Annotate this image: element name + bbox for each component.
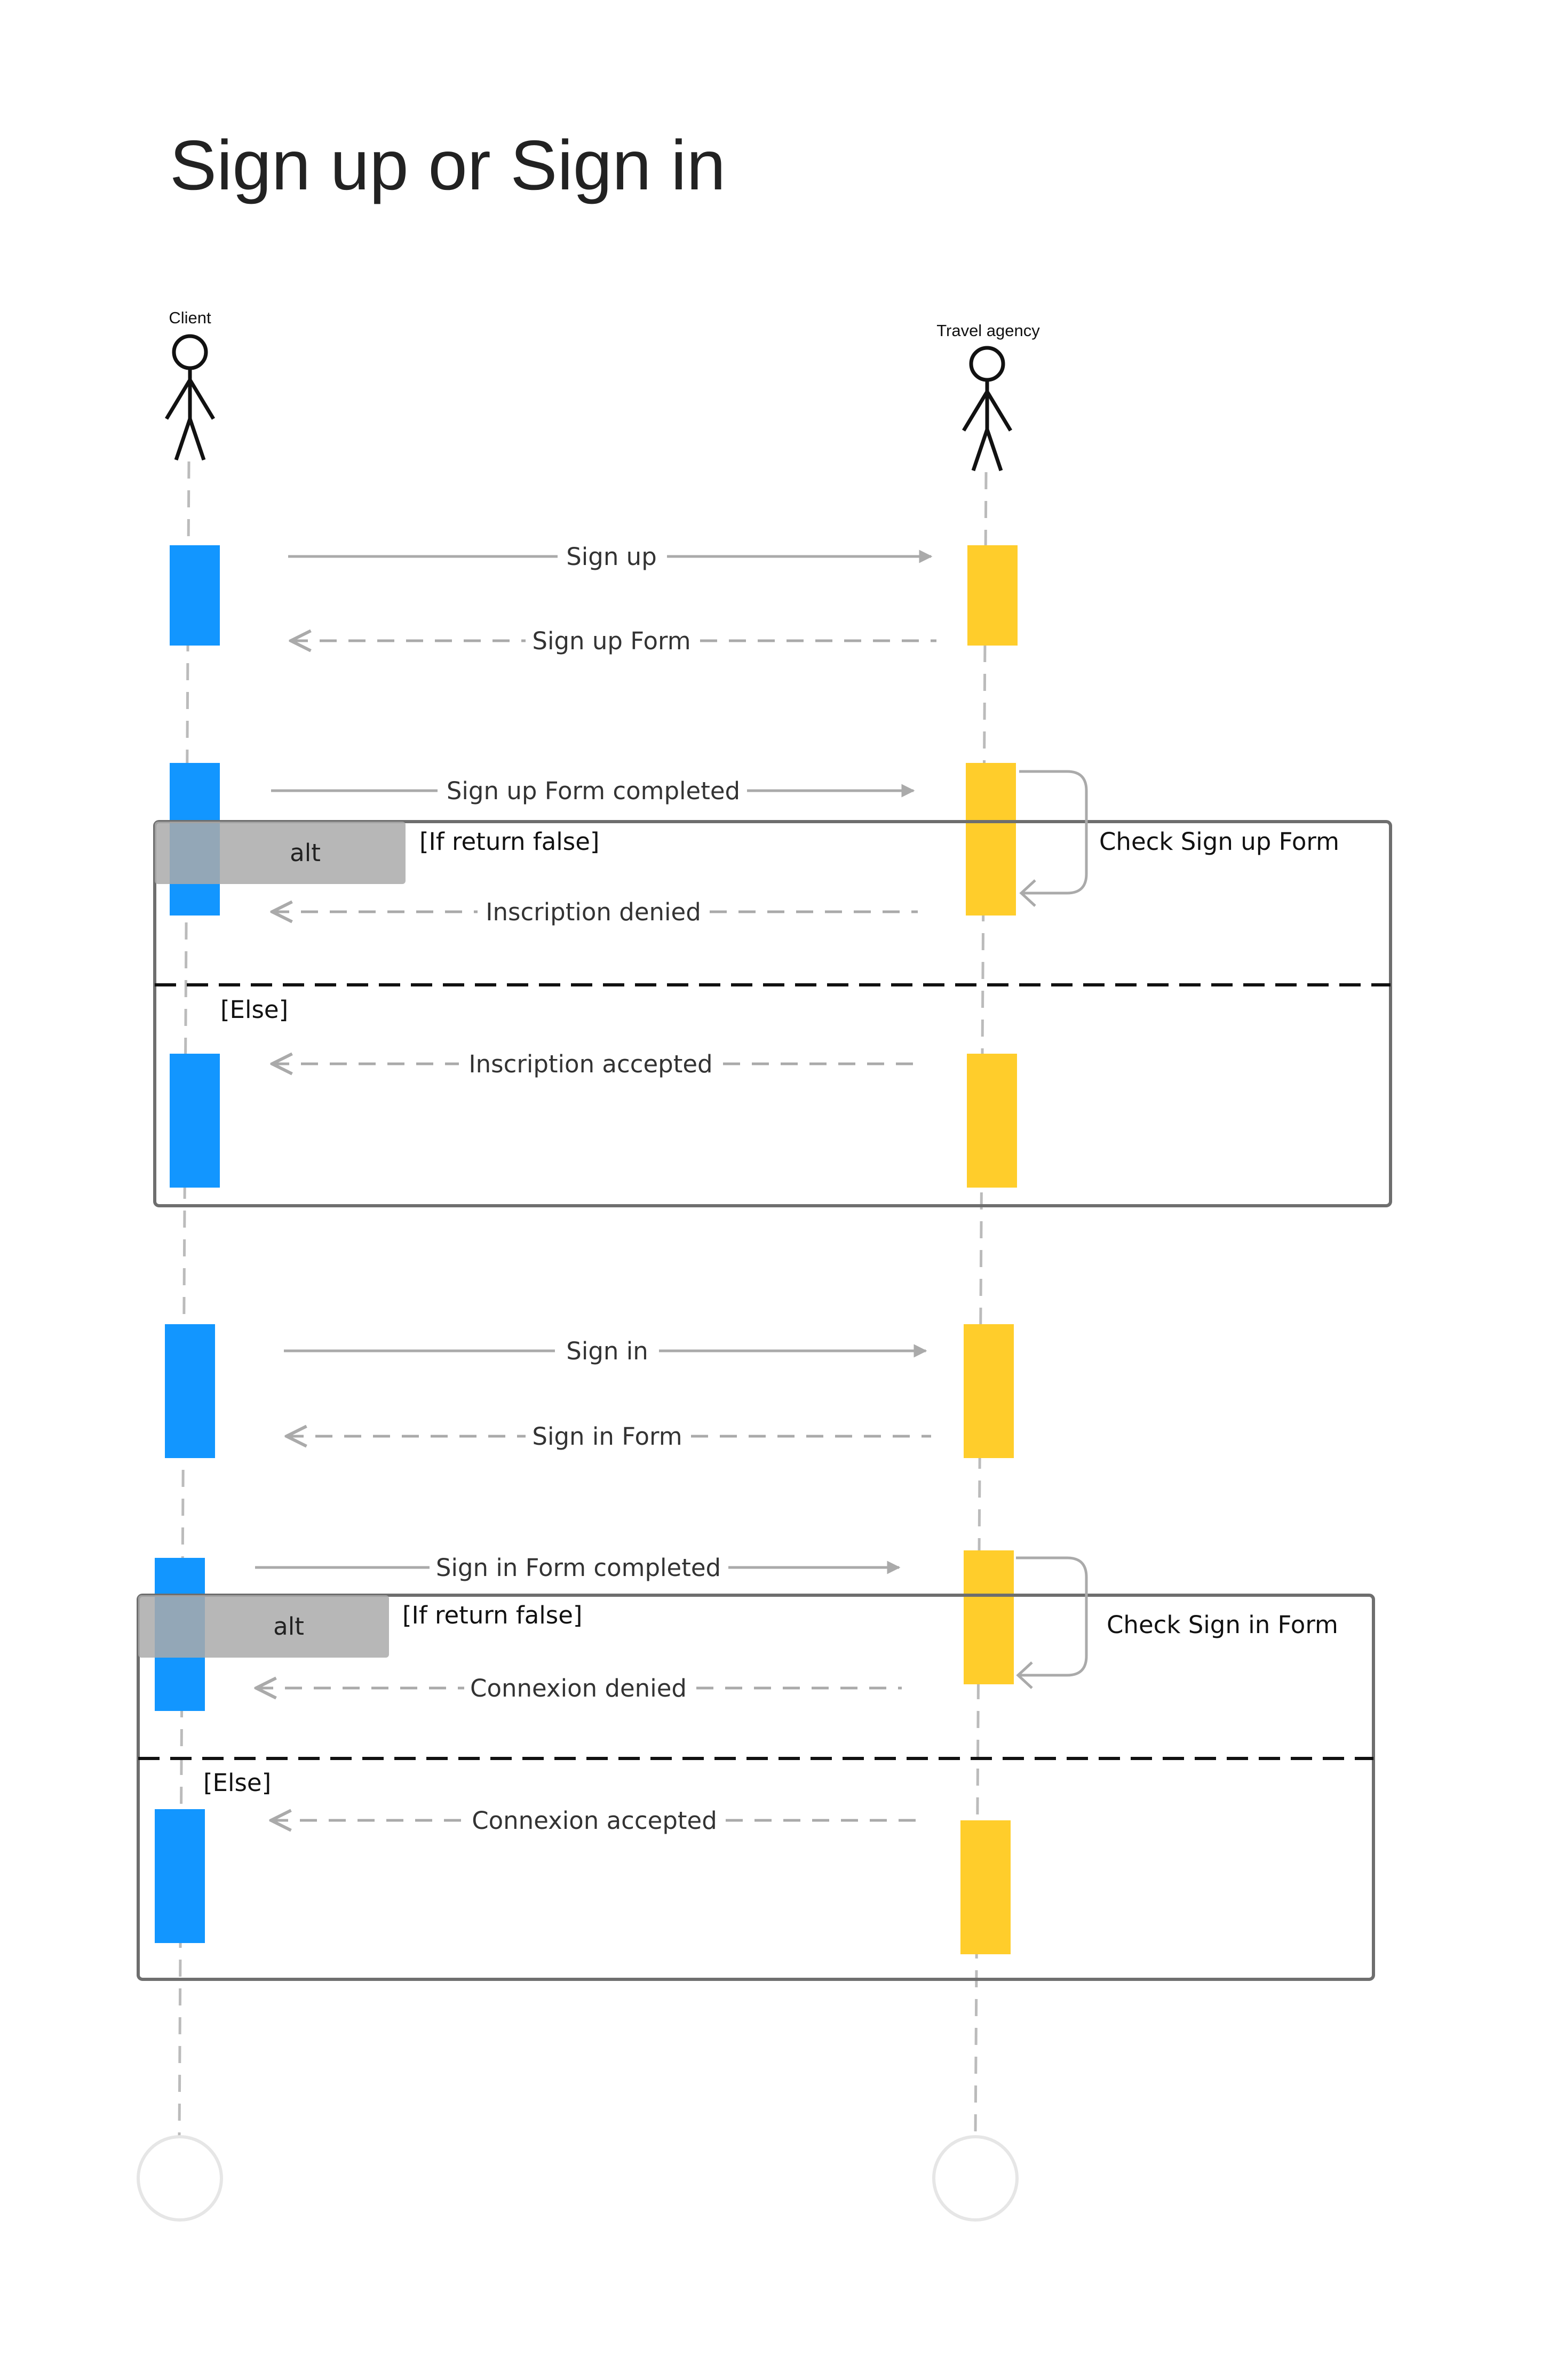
message-label: Sign in Form xyxy=(532,1422,682,1451)
alt-if-condition: [If return false] xyxy=(402,1601,582,1629)
message-inscription-accepted: Inscription accepted xyxy=(272,1050,918,1078)
alt-tag-label: alt xyxy=(273,1612,304,1641)
alt-tag xyxy=(138,1595,389,1658)
message-sign-in-form-completed: Sign in Form completed xyxy=(255,1554,901,1582)
self-message-check-signin: Check Sign in Form xyxy=(1016,1556,1338,1689)
message-sign-in: Sign in xyxy=(284,1337,927,1365)
message-label: Connexion accepted xyxy=(472,1806,717,1835)
agency-activation-bar xyxy=(966,763,1016,916)
message-inscription-denied: Inscription denied xyxy=(272,898,918,926)
alt-fragment-signin: alt [If return false] [Else] xyxy=(137,1594,1375,1981)
agency-activation-bar xyxy=(960,1820,1011,1954)
alt-fragment-signup: alt [If return false] [Else] xyxy=(153,820,1392,1207)
message-label: Sign in xyxy=(566,1337,648,1365)
message-label: Sign in Form completed xyxy=(436,1554,721,1582)
self-message-label: Check Sign up Form xyxy=(1099,827,1339,856)
agency-actor-label: Travel agency xyxy=(936,321,1040,340)
client-lifeline-end xyxy=(137,2135,223,2222)
message-sign-up: Sign up xyxy=(288,543,933,571)
agency-activation-bar xyxy=(964,1550,1014,1684)
alt-tag xyxy=(155,822,406,884)
self-message-check-signup: Check Sign up Form xyxy=(1019,770,1339,907)
message-label: Sign up Form completed xyxy=(447,777,740,805)
message-connexion-accepted: Connexion accepted xyxy=(271,1806,918,1835)
client-activation-bar xyxy=(170,545,220,646)
agency-activation-bar xyxy=(967,1054,1017,1188)
message-sign-in-form: Sign in Form xyxy=(287,1422,931,1451)
message-label: Sign up Form xyxy=(532,627,690,655)
alt-if-condition: [If return false] xyxy=(419,827,599,856)
client-actor-icon xyxy=(165,334,215,461)
agency-activation-bar xyxy=(964,1324,1014,1458)
alt-tag-label: alt xyxy=(290,839,321,867)
client-actor-label: Client xyxy=(169,308,211,327)
self-message-label: Check Sign in Form xyxy=(1107,1611,1338,1639)
alt-else-condition: [Else] xyxy=(220,996,288,1024)
message-sign-up-form-completed: Sign up Form completed xyxy=(271,777,915,805)
agency-actor-icon xyxy=(962,346,1012,472)
message-label: Inscription denied xyxy=(486,898,701,926)
agency-lifeline-end xyxy=(932,2135,1019,2222)
agency-activation-bar xyxy=(967,545,1018,646)
message-label: Connexion denied xyxy=(470,1674,687,1702)
client-activation-bar xyxy=(155,1809,205,1943)
client-activation-bar xyxy=(165,1324,215,1458)
alt-else-condition: [Else] xyxy=(203,1769,271,1797)
message-connexion-denied: Connexion denied xyxy=(256,1674,902,1702)
page-title: Sign up or Sign in xyxy=(170,126,726,204)
client-activation-bar xyxy=(170,1054,220,1188)
message-sign-up-form: Sign up Form xyxy=(291,627,936,655)
message-label: Sign up xyxy=(566,543,657,571)
message-label: Inscription accepted xyxy=(468,1050,712,1078)
